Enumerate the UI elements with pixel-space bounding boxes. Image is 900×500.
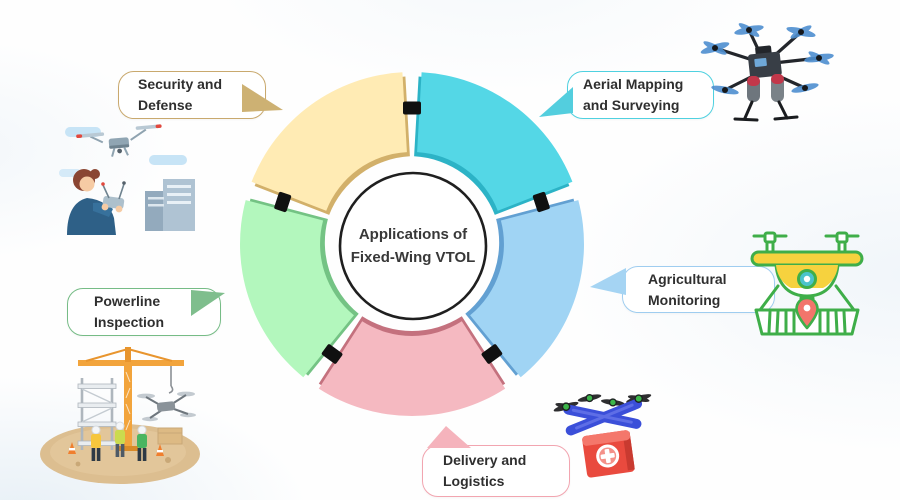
delivery-drone-icon — [553, 393, 652, 478]
center-title-line1: Applications of — [358, 226, 468, 243]
callout-delivery-line2: Logistics — [443, 473, 505, 489]
connector-top — [403, 101, 421, 115]
segment-security-defense — [251, 72, 407, 211]
segment-powerline-inspection — [240, 200, 354, 378]
inspection-drone-icon — [137, 391, 196, 422]
segment-aerial-mapping — [417, 72, 573, 211]
workers-icons — [91, 421, 147, 461]
callout-delivery-logistics: Delivery and Logistics — [422, 445, 570, 497]
hexacopter-drone-icon — [700, 23, 834, 122]
traffic-cone-icon — [68, 442, 164, 456]
callout-powerline-line2: Inspection — [94, 314, 165, 330]
crane-icon — [78, 347, 184, 451]
connector-right — [532, 191, 550, 213]
callout-agricultural-line2: Monitoring — [648, 291, 721, 308]
callout-security-defense: Security and Defense — [118, 71, 266, 119]
callout-security-line1: Security and — [138, 76, 223, 92]
connector-left — [274, 191, 292, 213]
callout-powerline-inspection: Powerline Inspection — [67, 288, 221, 336]
location-pin-icon — [795, 296, 819, 330]
aerial-mapping-hexacopter-illustration — [700, 23, 834, 122]
callout-aerial-mapping: Aerial Mapping and Surveying — [567, 71, 714, 119]
callout-agricultural-line1: Agricultural — [648, 270, 727, 287]
callout-aerial-line1: Aerial Mapping — [583, 76, 684, 92]
callout-delivery-line1: Delivery and — [443, 452, 527, 468]
wheel-center-title: Applications of Fixed-Wing VTOL — [333, 218, 493, 274]
callout-security-line2: Defense — [138, 97, 193, 113]
connector-bottom-right — [481, 344, 503, 364]
delivery-drone-illustration — [553, 393, 652, 478]
medical-box-icon — [582, 430, 635, 478]
callout-aerial-line2: and Surveying — [583, 97, 680, 113]
center-circle — [338, 171, 488, 321]
callout-powerline-line1: Powerline — [94, 293, 161, 309]
security-operator-illustration — [59, 124, 195, 235]
security-operator-figure — [67, 169, 126, 235]
connector-bottom-left — [321, 344, 343, 364]
agri-drone-icon — [750, 231, 864, 336]
powerline-inspection-illustration — [40, 347, 200, 484]
segment-agricultural-monitoring — [470, 200, 584, 378]
agricultural-monitoring-illustration — [750, 231, 864, 336]
callout-agricultural-monitoring: Agricultural Monitoring — [622, 266, 775, 313]
segment-delivery-logistics — [318, 321, 506, 417]
security-drone-icon — [76, 124, 162, 157]
center-title-line2: Fixed-Wing VTOL — [350, 249, 476, 266]
